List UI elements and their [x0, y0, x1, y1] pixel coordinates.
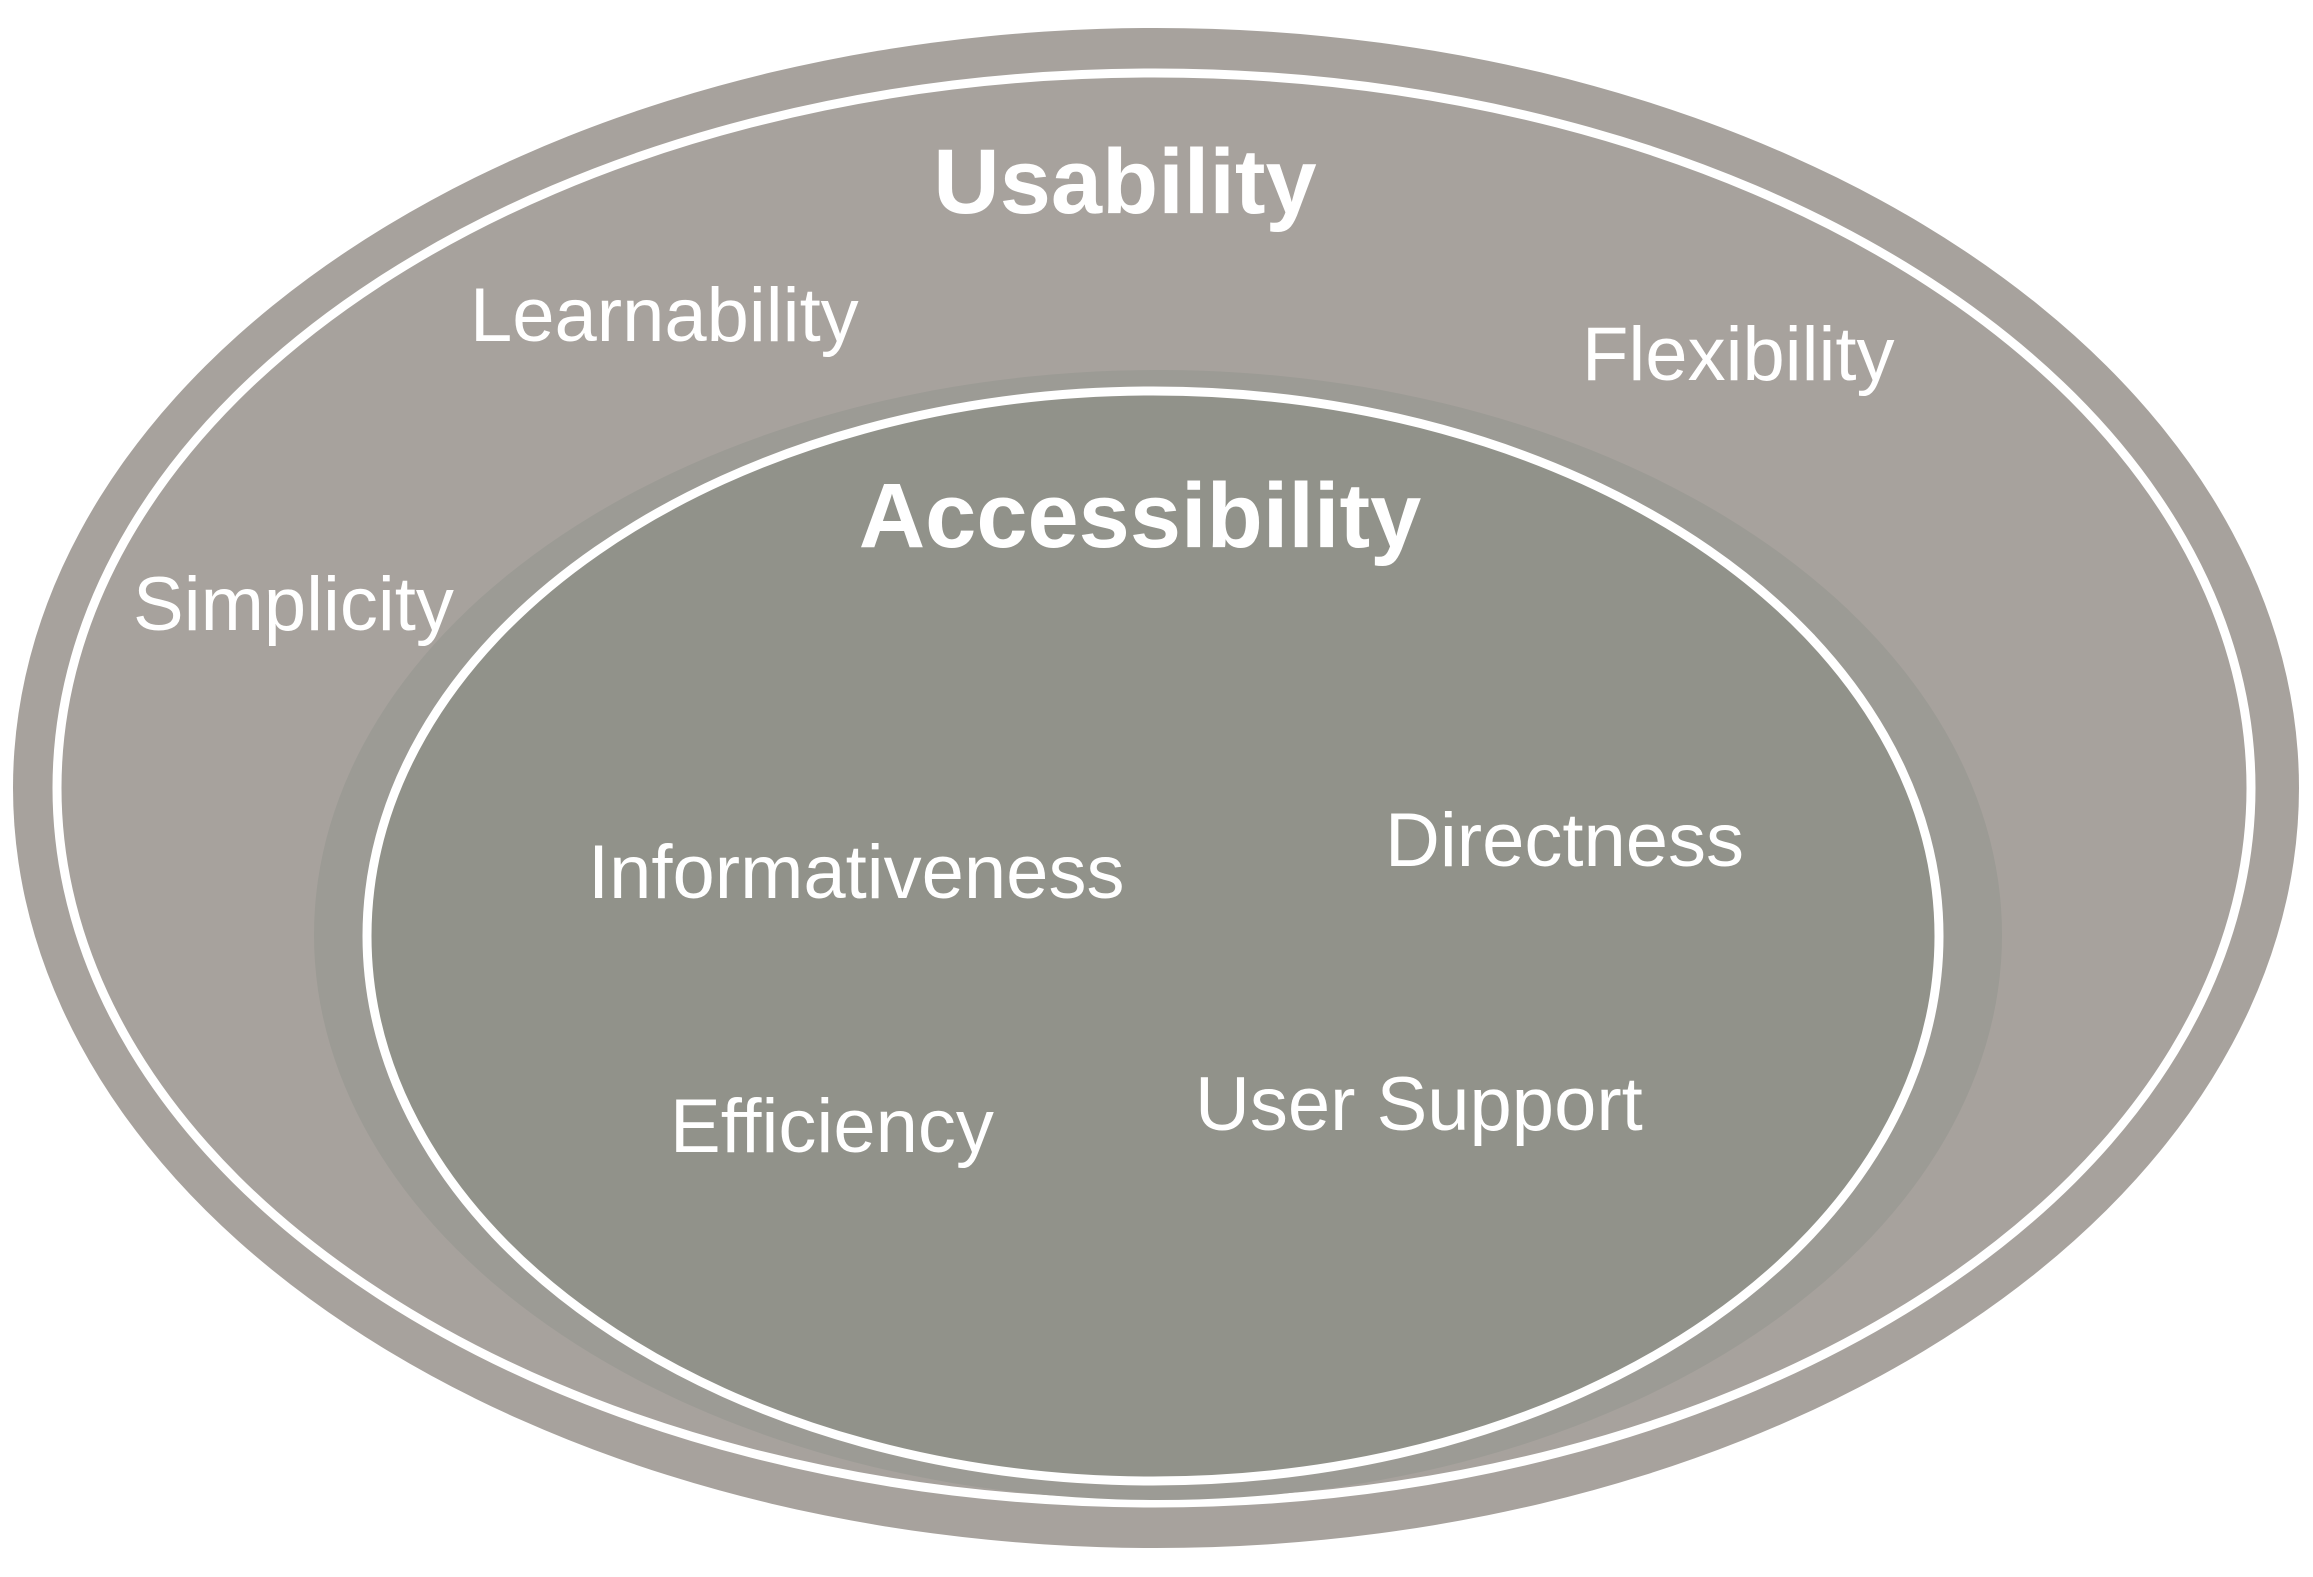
accessibility-ellipse — [367, 391, 1939, 1481]
term-simplicity: Simplicity — [133, 562, 454, 647]
usability-title: Usability — [933, 131, 1316, 233]
usability-ring — [52, 68, 2256, 1508]
accessibility-title: Accessibility — [859, 465, 1422, 567]
term-efficiency: Efficiency — [670, 1084, 994, 1169]
term-user-support: User Support — [1195, 1062, 1643, 1147]
term-informativeness: Informativeness — [588, 830, 1124, 915]
accessibility-ring — [362, 386, 1944, 1486]
term-directness: Directness — [1385, 798, 1744, 883]
term-learnability: Learnability — [470, 273, 859, 358]
term-flexibility: Flexibility — [1582, 312, 1895, 397]
